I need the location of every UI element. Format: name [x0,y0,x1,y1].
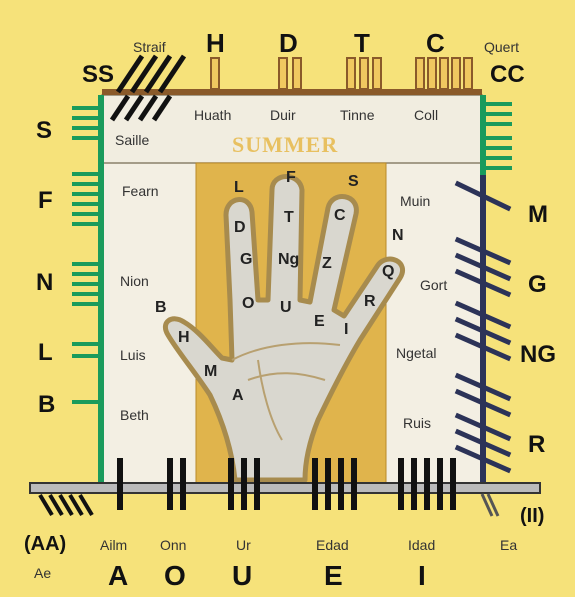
label-beth: Beth [120,407,149,423]
label-ailm: Ailm [100,537,127,553]
hand-letter-o: O [242,295,254,312]
hand-letter-q: Q [382,263,394,280]
label-m-right: M [528,201,548,228]
label-idad: Idad [408,537,435,553]
label-muin: Muin [400,193,430,209]
label-b-left: B [38,391,55,418]
left-stave [98,95,104,487]
right-green-stave [480,95,486,175]
hand-letter-i: I [344,321,348,338]
label-ruis: Ruis [403,415,431,431]
label-ss: SS [82,61,114,88]
label-onn: Onn [160,537,186,553]
label-n-left: N [36,269,53,296]
hand-letter-b: B [155,299,167,316]
label-u-bottom: U [232,560,252,591]
label-ae: Ae [34,565,51,581]
label-quert: Quert [484,39,519,55]
label-h: H [206,28,225,58]
hand-letter-ng: Ng [278,251,299,268]
label-edad: Edad [316,537,349,553]
label-cc: CC [490,61,525,88]
label-aa: (AA) [24,533,66,555]
label-ur: Ur [236,537,251,553]
hand-letter-s: S [348,173,359,190]
label-ii: (II) [520,505,544,527]
hand-letter-d: D [234,219,246,236]
hand-letter-u: U [280,299,292,316]
hand-letter-c: C [334,207,346,224]
label-s-left: S [36,117,52,144]
label-fearn: Fearn [122,183,159,199]
label-straif: Straif [133,39,166,55]
label-i-bottom: I [418,560,426,591]
label-coll: Coll [414,107,438,123]
label-duir: Duir [270,107,296,123]
hand-letter-f: F [286,169,296,186]
label-f-left: F [38,187,53,214]
hand-letter-n: N [392,227,404,244]
label-ngetal: Ngetal [396,345,436,361]
hand-letter-r: R [364,293,376,310]
label-a-bottom: A [108,560,128,591]
label-t: T [354,28,370,58]
label-nion: Nion [120,273,149,289]
label-ea: Ea [500,537,517,553]
hand-letter-l: L [234,179,244,196]
hand-letter-m: M [204,363,217,380]
label-e-bottom: E [324,560,343,591]
hand-letter-z: Z [322,255,332,272]
label-tinne: Tinne [340,107,375,123]
label-gort: Gort [420,277,447,293]
right-green-notches [484,102,512,170]
hand-letter-t: T [284,209,294,226]
bottom-stave [30,483,540,493]
label-ng-right: NG [520,341,556,368]
label-summer: SUMMER [232,132,338,157]
hand-letter-h: H [178,329,190,346]
label-o-bottom: O [164,560,186,591]
hand-letter-g: G [240,251,252,268]
hand-letter-e: E [314,313,325,330]
label-saille: Saille [115,132,149,148]
label-l-left: L [38,339,53,366]
label-r-right: R [528,431,545,458]
label-huath: Huath [194,107,231,123]
label-g-right: G [528,271,547,298]
label-c: C [426,28,445,58]
label-d: D [279,28,298,58]
hand-letter-a: A [232,387,244,404]
label-luis: Luis [120,347,146,363]
